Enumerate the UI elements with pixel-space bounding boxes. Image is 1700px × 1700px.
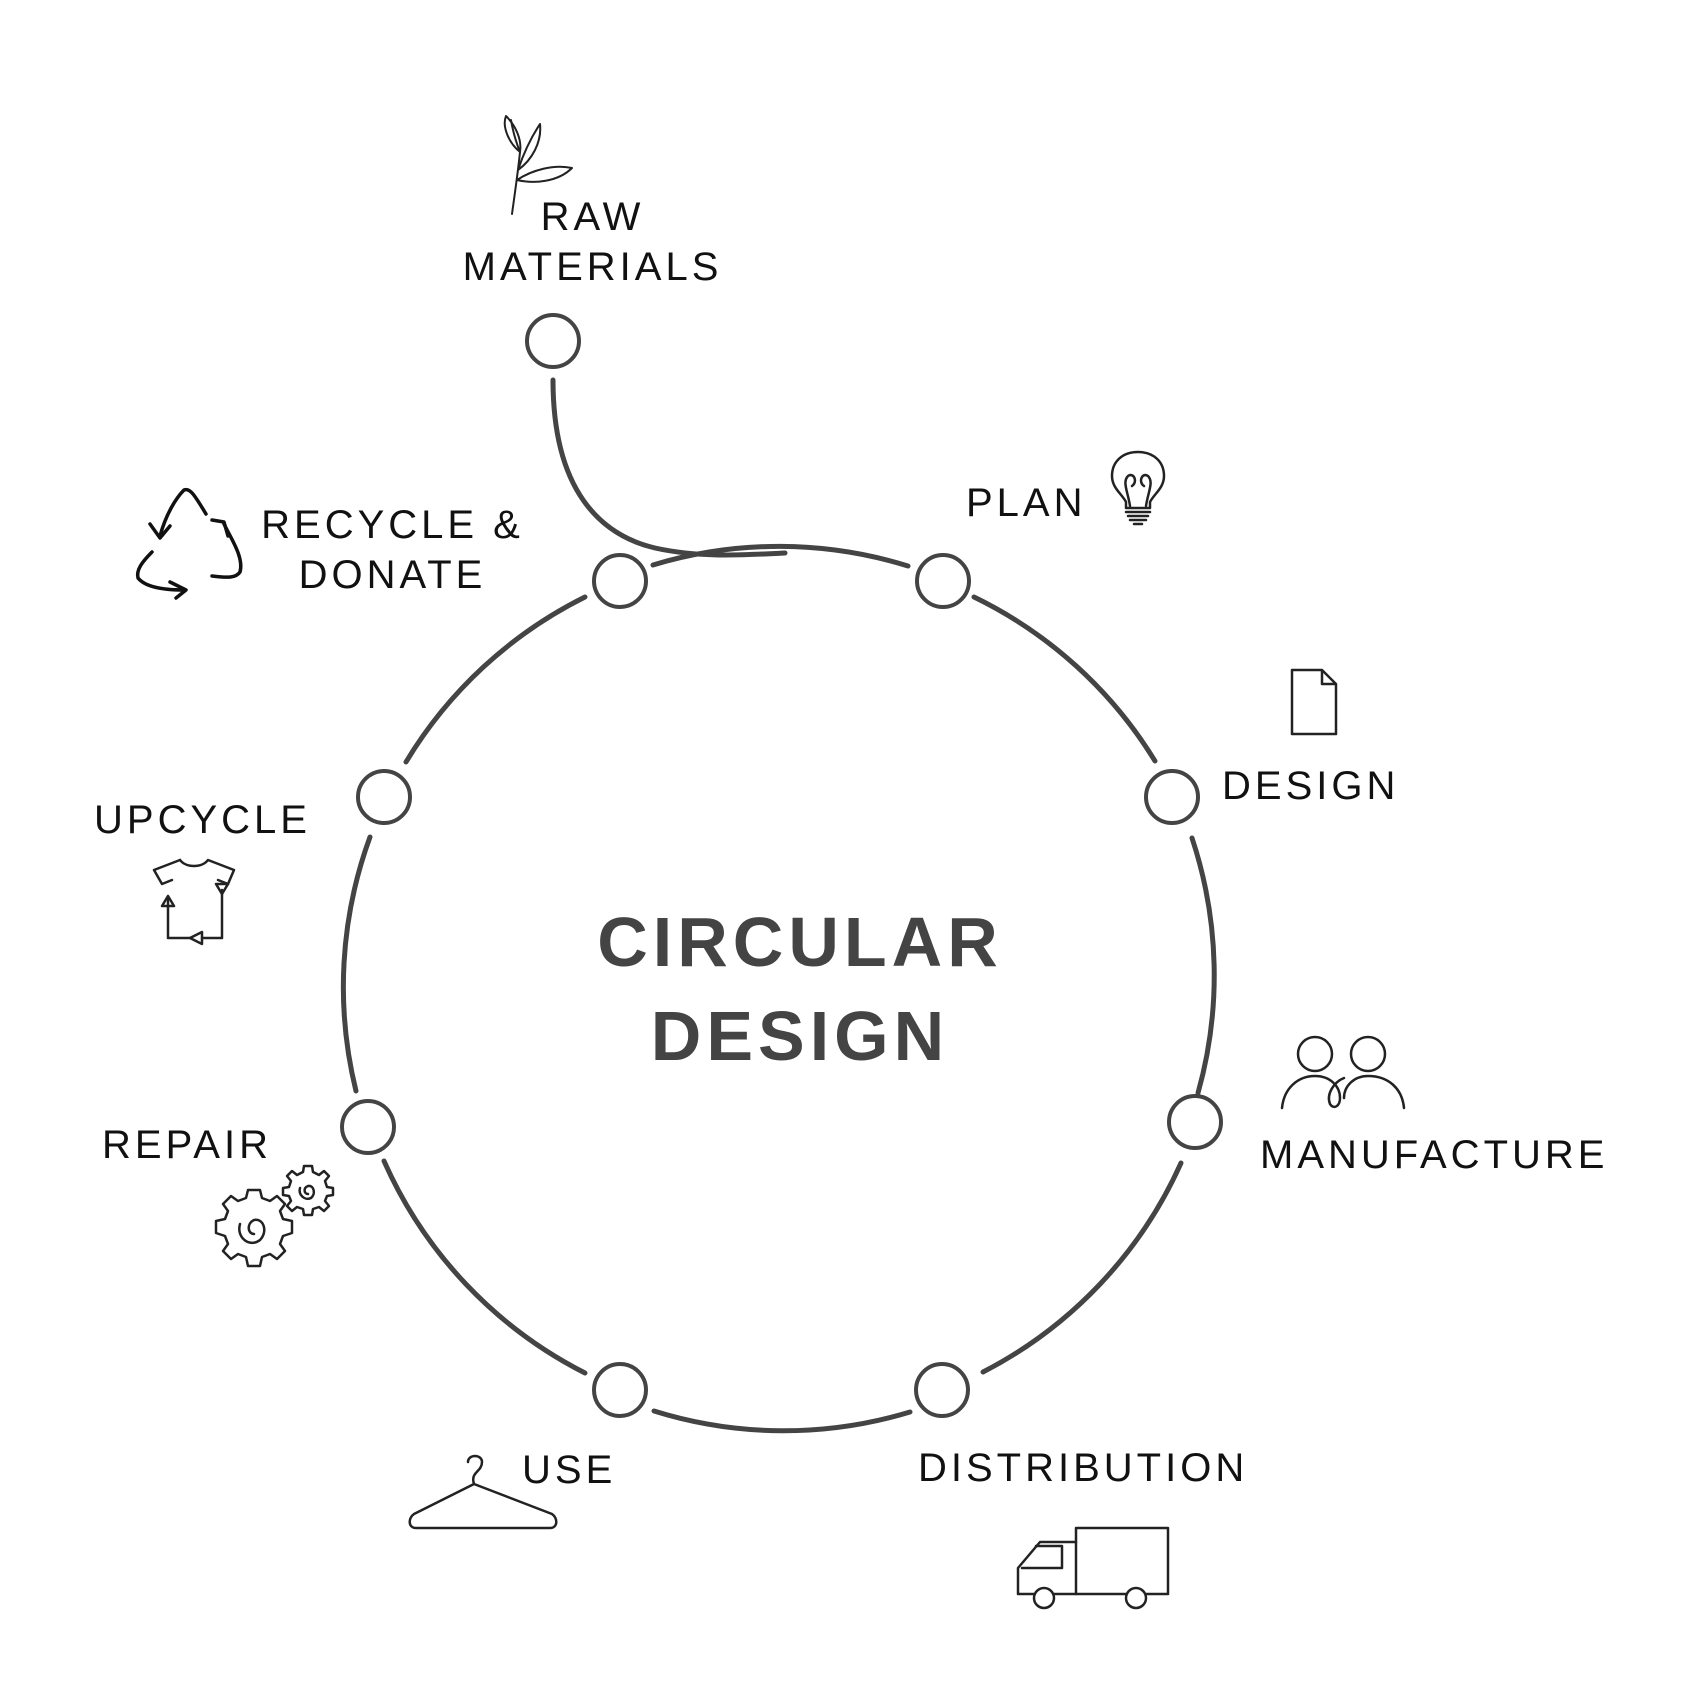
people-icon [1278, 1032, 1408, 1112]
truck-icon [1012, 1524, 1172, 1610]
label-design: DESIGN [1222, 764, 1400, 808]
recycle-icon [132, 484, 254, 600]
node-recycle-donate[interactable] [592, 553, 648, 609]
node-manufacture[interactable] [1167, 1094, 1223, 1150]
label-recycle-donate-line1: RECYCLE & [261, 503, 524, 547]
document-icon [1288, 666, 1340, 738]
label-plan: PLAN [966, 481, 1087, 525]
gears-icon [212, 1162, 338, 1270]
lightbulb-icon [1108, 448, 1168, 528]
ring-arc-use-to-repair [381, 1158, 588, 1376]
raw-materials-feeder-line [550, 377, 788, 558]
ring-arc-recycle-to-plan [650, 543, 911, 569]
ring-arc-repair-to-upcycle [340, 834, 373, 1094]
ring-arc-manufacture-to-distribution [980, 1160, 1184, 1375]
label-manufacture: MANUFACTURE [1260, 1133, 1609, 1177]
node-distribution[interactable] [914, 1362, 970, 1418]
node-use[interactable] [592, 1362, 648, 1418]
node-repair[interactable] [340, 1099, 396, 1155]
label-raw-materials-line1: RAW [540, 195, 645, 239]
diagram-title-line1: CIRCULAR [597, 903, 1003, 981]
tshirt-cycle-icon [150, 856, 242, 948]
ring-arc-upcycle-to-recycle [403, 594, 588, 765]
label-use: USE [522, 1448, 617, 1492]
label-raw-materials: RAW MATERIALS [440, 192, 745, 292]
label-recycle-donate-line2: DONATE [298, 553, 487, 597]
node-raw-materials[interactable] [525, 313, 581, 369]
ring-arc-design-to-manufacture [1189, 835, 1217, 1096]
node-upcycle[interactable] [356, 769, 412, 825]
plant-sprout-icon [498, 112, 578, 217]
diagram-title: CIRCULAR DESIGN [450, 895, 1150, 1083]
ring-arc-plan-to-design [971, 594, 1158, 764]
label-recycle-donate: RECYCLE & DONATE [255, 500, 530, 600]
diagram-title-line2: DESIGN [650, 997, 950, 1075]
label-distribution: DISTRIBUTION [918, 1446, 1249, 1490]
label-repair: REPAIR [102, 1123, 272, 1167]
node-design[interactable] [1144, 769, 1200, 825]
label-upcycle: UPCYCLE [94, 798, 311, 842]
node-plan[interactable] [915, 553, 971, 609]
hanger-icon [406, 1452, 562, 1534]
label-raw-materials-line2: MATERIALS [462, 245, 723, 289]
ring-arc-distribution-to-use [651, 1408, 913, 1434]
